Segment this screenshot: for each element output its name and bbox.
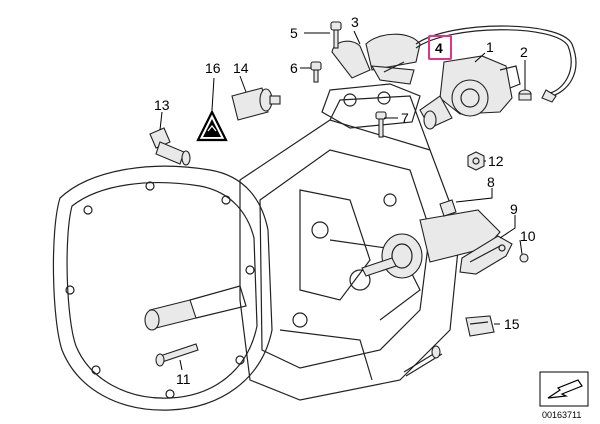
callout-15: 15 — [504, 316, 520, 332]
part-3-selector-housing — [331, 33, 421, 85]
part-6-bolt — [310, 61, 322, 83]
callout-11: 11 — [176, 371, 191, 387]
part-14-switch — [231, 87, 281, 121]
callout-13: 13 — [154, 97, 170, 113]
part-4-sensor-cable — [415, 25, 577, 97]
document-number: 00163711 — [542, 410, 581, 420]
electrostatic-warning-icon — [196, 109, 228, 142]
callout-3: 3 — [351, 14, 359, 30]
callout-12: 12 — [488, 153, 504, 169]
callout-7: 7 — [401, 110, 409, 126]
leader-lines — [159, 30, 526, 371]
part-5-bolt — [330, 21, 342, 49]
callout-4-highlight — [428, 35, 452, 60]
arrow-icon — [547, 379, 583, 399]
part-2-bolt — [518, 89, 532, 101]
callout-1: 1 — [486, 39, 494, 55]
callout-2: 2 — [520, 44, 528, 60]
part-12-nut — [467, 151, 485, 171]
callout-numbers: 1 2 3 4 5 6 7 8 9 10 11 12 13 14 15 16 — [154, 14, 536, 387]
callout-10: 10 — [520, 228, 536, 244]
selector-gasket — [321, 83, 421, 129]
callout-5: 5 — [290, 25, 298, 41]
part-11-bolt — [155, 343, 199, 367]
nav-arrow-box — [539, 371, 589, 407]
part-10-screw — [519, 253, 529, 263]
callout-8: 8 — [487, 174, 495, 190]
part-13-sensor — [149, 127, 191, 166]
part-1-actuator — [419, 55, 521, 130]
callout-9: 9 — [510, 201, 518, 217]
callout-6: 6 — [290, 60, 298, 76]
transmission-housing — [52, 95, 461, 411]
part-7-bolt — [375, 111, 387, 138]
callout-4: 4 — [435, 40, 443, 56]
part-9-bracket — [459, 235, 513, 275]
callout-16: 16 — [205, 60, 221, 76]
part-15-clip — [465, 315, 495, 337]
callout-14: 14 — [233, 60, 249, 76]
